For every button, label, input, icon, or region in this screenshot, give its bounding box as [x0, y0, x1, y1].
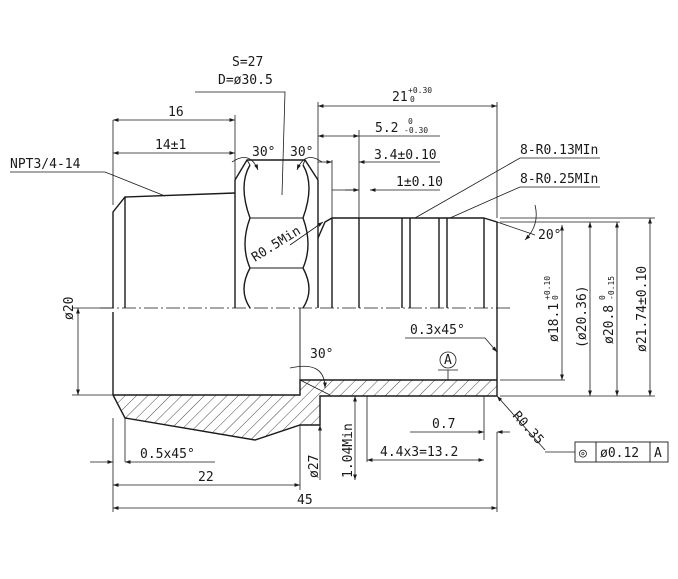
section-view — [112, 308, 498, 441]
tolerance-frame: ◎ ø0.12 A — [574, 441, 669, 463]
dim-16-label: 16 — [168, 105, 184, 120]
d208-tol-low: -0.15 — [607, 276, 616, 300]
d20-label: ø20 — [62, 297, 77, 320]
dim-52-label: 5.2 — [375, 121, 398, 136]
dim-21-tol-up: +0.30 — [408, 86, 432, 95]
concentricity-icon: ◎ — [579, 446, 587, 461]
d181-label: ø18.1 — [547, 303, 562, 342]
dim-21-tol-low: 0 — [410, 95, 415, 104]
datum-a-label: A — [444, 353, 452, 368]
dim-34-label: 3.4±0.10 — [374, 148, 437, 163]
chamfer-05-label: 0.5x45° — [140, 447, 195, 462]
angle-30-bottom-label: 30° — [310, 347, 333, 362]
d208-tol-up: 0 — [598, 295, 607, 300]
d208-label: ø20.8 — [602, 305, 617, 344]
d2174-label: ø21.74±0.10 — [635, 266, 650, 352]
d181-tol-up: +0.10 — [543, 276, 552, 300]
r013-label: 8-R0.13MIn — [520, 143, 598, 158]
angle-20-label: 20° — [538, 228, 561, 243]
thread-label: NPT3/4-14 — [10, 157, 81, 172]
dim-52-tol-low: -0.30 — [404, 126, 428, 135]
r025-label: 8-R0.25MIn — [520, 172, 598, 187]
tolerance-value: ø0.12 — [600, 446, 639, 461]
dimension-lines — [10, 91, 655, 512]
d-size-label: D=ø30.5 — [218, 73, 273, 88]
tolerance-datum: A — [654, 446, 662, 461]
d27-label: ø27 — [307, 455, 322, 478]
r05-label: R0.5Min — [249, 224, 303, 266]
dim-104-label: 1.04Min — [341, 423, 356, 478]
angle-30-left-label: 30° — [252, 145, 275, 160]
d2036-label: (ø20.36) — [575, 285, 590, 348]
r035-label: R0.35 — [509, 409, 546, 448]
s-size-label: S=27 — [232, 55, 263, 70]
dim-21-label: 21 — [392, 90, 408, 105]
dim-1-label: 1±0.10 — [396, 175, 443, 190]
dim-14-label: 14±1 — [155, 138, 186, 153]
dim-45-label: 45 — [297, 493, 313, 508]
part-outline — [112, 159, 498, 309]
dim-44-label: 4.4x3=13.2 — [380, 445, 458, 460]
dim-22-label: 22 — [198, 470, 214, 485]
dim-52-tol-up: 0 — [408, 117, 413, 126]
dim-07-label: 0.7 — [432, 417, 455, 432]
chamfer-03-label: 0.3x45° — [410, 323, 465, 338]
dimension-labels: S=27 D=ø30.5 16 14±1 NPT3/4-14 30° 30° R… — [10, 55, 650, 508]
angle-30-right-label: 30° — [290, 145, 313, 160]
d181-tol-low: 0 — [551, 295, 560, 300]
